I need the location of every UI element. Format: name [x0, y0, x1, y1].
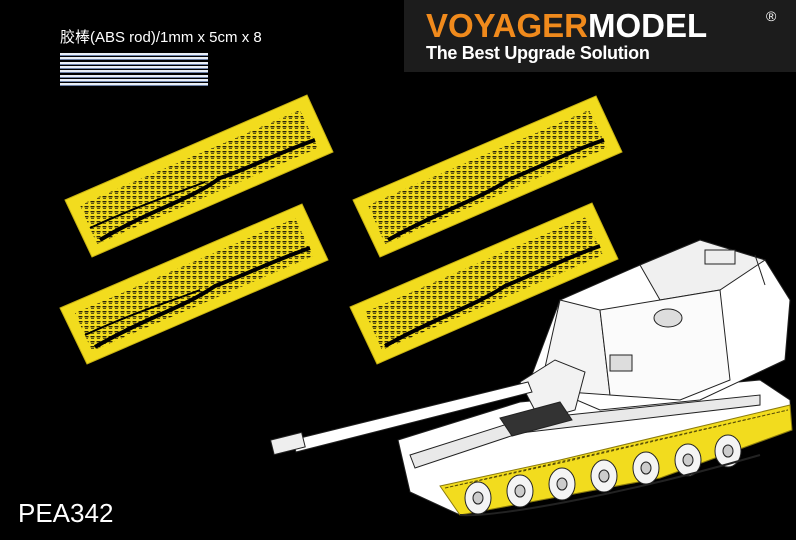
brand-tagline: The Best Upgrade Solution [426, 43, 650, 63]
brand-banner: VOYAGERMODEL ® The Best Upgrade Solution [404, 0, 796, 72]
howitzer-drawing [269, 239, 793, 517]
abs-rod [60, 70, 208, 74]
abs-rod [60, 53, 208, 56]
brand-name-part2: MODEL [588, 7, 708, 44]
pe-fret-1 [64, 94, 334, 258]
abs-rod-label: 胶棒(ABS rod)/1mm x 5cm x 8 [60, 29, 262, 46]
pe-fret-4 [349, 202, 619, 365]
brand-logo: VOYAGERMODEL [426, 8, 707, 44]
pe-fret-2 [59, 203, 329, 365]
registered-mark: ® [766, 8, 777, 24]
abs-rod [60, 74, 208, 78]
brand-name-part1: VOYAGER [426, 7, 589, 44]
abs-rod [60, 65, 208, 69]
abs-rod [60, 83, 208, 87]
pe-fret-3 [352, 95, 623, 258]
abs-rod [60, 78, 208, 82]
abs-rod [60, 61, 208, 65]
abs-rod [60, 57, 208, 61]
abs-rod-set [60, 53, 208, 89]
product-code: PEA342 [18, 498, 114, 528]
